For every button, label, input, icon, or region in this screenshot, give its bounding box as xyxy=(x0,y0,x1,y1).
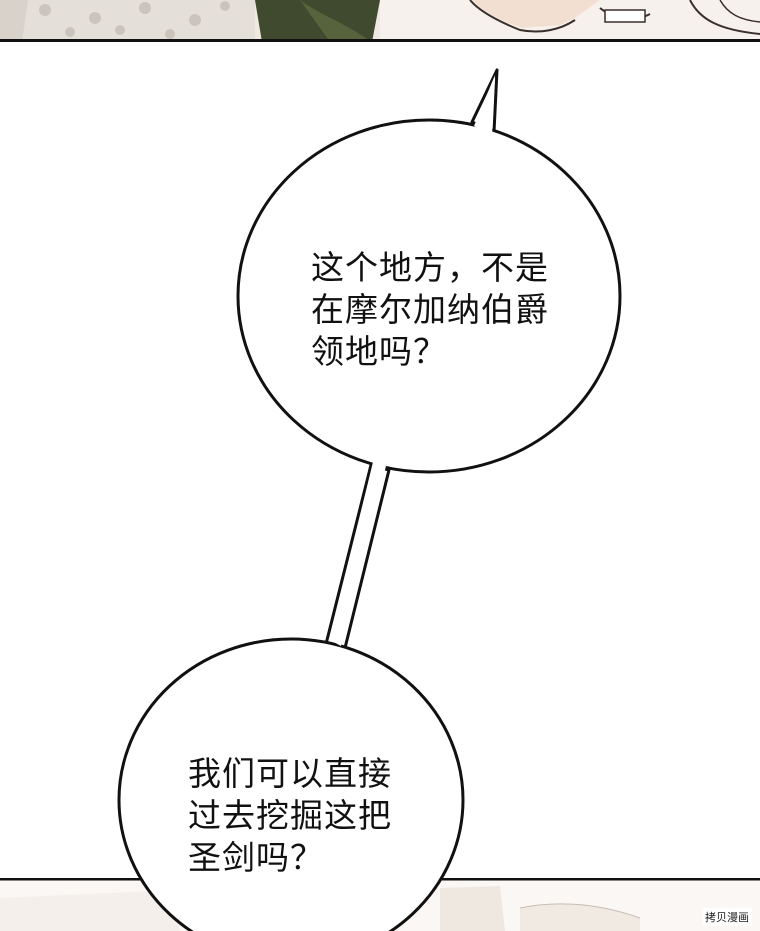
bubble-1-outline xyxy=(236,118,622,474)
bubble-1-text: 这个地方，不是 在摩尔加纳伯爵 领地吗？ xyxy=(311,248,549,371)
bubble-2-text: 我们可以直接 过去挖掘这把 圣剑吗？ xyxy=(188,754,392,877)
bubble-2-outline xyxy=(117,637,465,931)
previous-panel-art xyxy=(0,0,760,42)
watermark: 拷贝漫画 xyxy=(702,908,752,926)
previous-panel-strip xyxy=(0,0,760,42)
